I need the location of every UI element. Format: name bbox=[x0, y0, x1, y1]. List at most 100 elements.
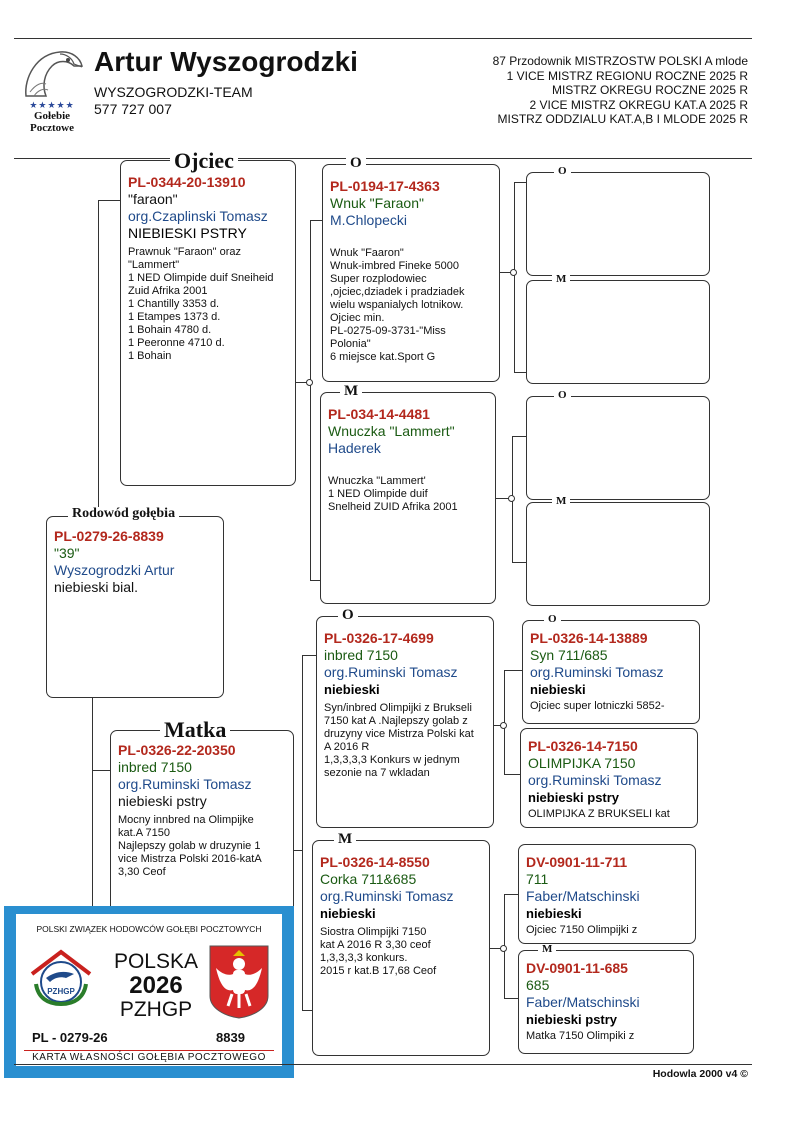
breeder: org.Ruminski Tomasz bbox=[324, 664, 458, 680]
connector bbox=[504, 894, 518, 895]
connector bbox=[504, 998, 518, 999]
ggp-card-empty[interactable] bbox=[526, 502, 710, 606]
pigeon-description: Mocny innbred na Olimpijke kat.A 7150 Na… bbox=[118, 814, 262, 878]
breeder: Wyszogrodzki Artur bbox=[54, 562, 175, 578]
pigeon-color: niebieski pstry bbox=[118, 793, 207, 809]
ring-number: PL-0326-22-20350 bbox=[118, 742, 236, 758]
m-label: M bbox=[538, 944, 557, 955]
breeder: org.Ruminski Tomasz bbox=[530, 664, 664, 680]
pigeon-name: Wnuczka "Lammert" bbox=[328, 423, 455, 439]
connector bbox=[302, 655, 303, 1010]
card-union: PZHGP bbox=[119, 998, 193, 1021]
pigeon-name: Corka 711&685 bbox=[320, 871, 417, 887]
team-name: WYSZOGRODZKI-TEAM bbox=[94, 84, 253, 100]
pigeon-name: 711 bbox=[526, 871, 549, 887]
mother-label: Matka bbox=[160, 719, 231, 741]
pigeon-name: "39" bbox=[54, 545, 80, 561]
father-label: Ojciec bbox=[170, 150, 238, 172]
ggp-card[interactable]: PL-0326-14-13889 Syn 711/685 org.Ruminsk… bbox=[522, 620, 700, 724]
ring-number: PL-0279-26-8839 bbox=[54, 528, 164, 544]
achievement-4: 2 VICE MISTRZ OKREGU KAT.A 2025 R bbox=[529, 97, 748, 112]
grandfather-maternal-card[interactable]: PL-0326-17-4699 inbred 7150 org.Ruminski… bbox=[316, 616, 494, 828]
pigeon-color: niebieski bbox=[320, 906, 376, 921]
ggp-card[interactable]: DV-0901-11-685 685 Faber/Matschinski nie… bbox=[518, 950, 694, 1054]
ring-number: PL-0326-14-7150 bbox=[528, 738, 638, 754]
pigeon-description: Prawnuk "Faraon" oraz "Lammert" 1 NED Ol… bbox=[128, 246, 274, 362]
pigeon-name: inbred 7150 bbox=[324, 647, 398, 663]
connector bbox=[514, 182, 526, 183]
pigeon-name: "faraon" bbox=[128, 191, 178, 207]
pigeon-name: 685 bbox=[526, 977, 550, 993]
top-rule bbox=[14, 38, 752, 39]
header-rule bbox=[14, 158, 752, 159]
breeder: org.Ruminski Tomasz bbox=[320, 888, 454, 904]
ownership-card[interactable]: POLSKI ZWIĄZEK HODOWCÓW GOŁĘBI POCZTOWYC… bbox=[4, 906, 294, 1078]
connector bbox=[302, 1010, 316, 1011]
connector bbox=[294, 850, 302, 851]
grandfather-paternal-card[interactable]: PL-0194-17-4363 Wnuk "Faraon" M.Chlopeck… bbox=[322, 164, 500, 382]
subject-card[interactable]: PL-0279-26-8839 "39" Wyszogrodzki Artur … bbox=[46, 516, 224, 698]
breeder: org.Ruminski Tomasz bbox=[528, 772, 662, 788]
pigeon-name: Wnuk "Faraon" bbox=[330, 195, 424, 211]
m-label: M bbox=[552, 274, 571, 285]
father-card[interactable]: PL-0344-20-13910 "faraon" org.Czaplinski… bbox=[120, 160, 296, 486]
grandmother-paternal-card[interactable]: PL-034-14-4481 Wnuczka "Lammert" Haderek… bbox=[320, 392, 496, 604]
o-label: O bbox=[554, 166, 571, 177]
m-label: M bbox=[340, 384, 363, 399]
connector-dot bbox=[500, 945, 507, 952]
breeder: M.Chlopecki bbox=[330, 212, 408, 228]
ggp-card-empty[interactable] bbox=[526, 280, 710, 384]
pigeon-name: OLIMPIJKA 7150 bbox=[528, 755, 636, 771]
o-label: O bbox=[544, 614, 561, 625]
achievement-1: 87 Przodownik MISTRZOSTW POLSKI A mlode bbox=[492, 54, 748, 68]
connector-dot bbox=[500, 722, 507, 729]
achievement-3: MISTRZ OKREGU ROCZNE 2025 R bbox=[551, 83, 748, 97]
connector bbox=[496, 498, 512, 499]
breeder: Faber/Matschinski bbox=[526, 888, 640, 904]
pigeon-color: niebieski bial. bbox=[54, 579, 139, 595]
connector bbox=[310, 220, 322, 221]
connector bbox=[302, 655, 316, 656]
m-label: M bbox=[334, 832, 357, 847]
breeder: org.Ruminski Tomasz bbox=[118, 776, 252, 792]
ownership-card-inner: POLSKI ZWIĄZEK HODOWCÓW GOŁĘBI POCZTOWYC… bbox=[16, 914, 282, 1066]
connector bbox=[514, 182, 515, 372]
connector-dot bbox=[510, 269, 517, 276]
pigeon-name: inbred 7150 bbox=[118, 759, 192, 775]
card-year: 2026 bbox=[129, 972, 183, 999]
pigeon-color: niebieski pstry bbox=[528, 790, 620, 805]
connector bbox=[504, 670, 522, 671]
connector bbox=[310, 220, 311, 580]
ggp-card-empty[interactable] bbox=[526, 172, 710, 276]
pigeon-color: NIEBIESKI PSTRY bbox=[128, 225, 247, 241]
connector bbox=[98, 200, 99, 516]
pigeon-description: Matka 7150 Olimpiki z bbox=[526, 1030, 635, 1042]
card-ring-right: 8839 bbox=[216, 1030, 245, 1045]
pigeon-logo-icon bbox=[25, 51, 83, 97]
ring-number: DV-0901-11-685 bbox=[526, 960, 628, 976]
pedigree-label: Rodowód gołębia bbox=[68, 507, 180, 521]
connector bbox=[504, 774, 522, 775]
connector bbox=[512, 562, 526, 563]
pigeon-description: Ojciec super lotniczki 5852- bbox=[530, 700, 665, 712]
logo-stars: ★★★★★ bbox=[29, 100, 75, 110]
ggp-card[interactable]: PL-0326-14-7150 OLIMPIJKA 7150 org.Rumin… bbox=[520, 728, 698, 828]
grandmother-maternal-card[interactable]: PL-0326-14-8550 Corka 711&685 org.Rumins… bbox=[312, 840, 490, 1056]
breeder: Faber/Matschinski bbox=[526, 994, 640, 1010]
connector bbox=[98, 200, 120, 201]
pigeon-description: Ojciec 7150 Olimpijki z bbox=[526, 924, 638, 936]
card-footer-rule bbox=[24, 1050, 274, 1051]
connector-dot bbox=[306, 379, 313, 386]
connector bbox=[310, 580, 322, 581]
ggp-card-empty[interactable] bbox=[526, 396, 710, 500]
ring-number: PL-034-14-4481 bbox=[328, 406, 430, 422]
pzhgp-logo-icon: PZHGP bbox=[30, 949, 92, 1007]
achievements: 87 Przodownik MISTRZOSTW POLSKI A mlode … bbox=[493, 54, 748, 127]
logo-text-2: Pocztowe bbox=[30, 122, 74, 134]
mother-card[interactable]: PL-0326-22-20350 inbred 7150 org.Ruminsk… bbox=[110, 730, 294, 920]
pigeon-description: Siostra Olimpijki 7150 kat A 2016 R 3,30… bbox=[320, 926, 437, 977]
o-label: O bbox=[554, 390, 571, 401]
ring-number: PL-0326-14-8550 bbox=[320, 854, 430, 870]
ggp-card[interactable]: DV-0901-11-711 711 Faber/Matschinski nie… bbox=[518, 844, 696, 944]
pigeon-color: niebieski bbox=[526, 906, 582, 921]
